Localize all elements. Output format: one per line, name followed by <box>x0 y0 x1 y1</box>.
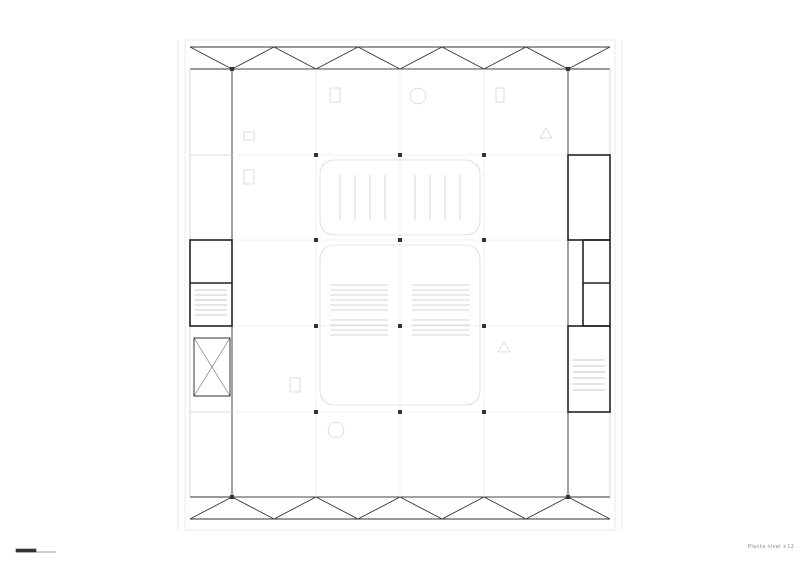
furniture-marks <box>243 87 553 439</box>
truss-top <box>189 46 611 70</box>
columns <box>230 67 570 499</box>
right-core-bottom <box>567 325 611 413</box>
left-elevator <box>193 337 231 397</box>
right-core-mid <box>582 239 611 327</box>
left-stair <box>195 289 227 316</box>
dimension-lines <box>177 39 623 531</box>
rounded-room-auditorium <box>319 244 481 406</box>
truss-bottom <box>189 496 611 520</box>
rounded-room-top <box>319 159 481 236</box>
structural-grid <box>232 69 568 497</box>
scale-bar <box>15 548 56 553</box>
right-stair <box>573 359 605 391</box>
right-core-top <box>567 154 611 241</box>
left-core <box>189 239 233 327</box>
sheet-title: Planta nivel +12 <box>748 544 795 550</box>
